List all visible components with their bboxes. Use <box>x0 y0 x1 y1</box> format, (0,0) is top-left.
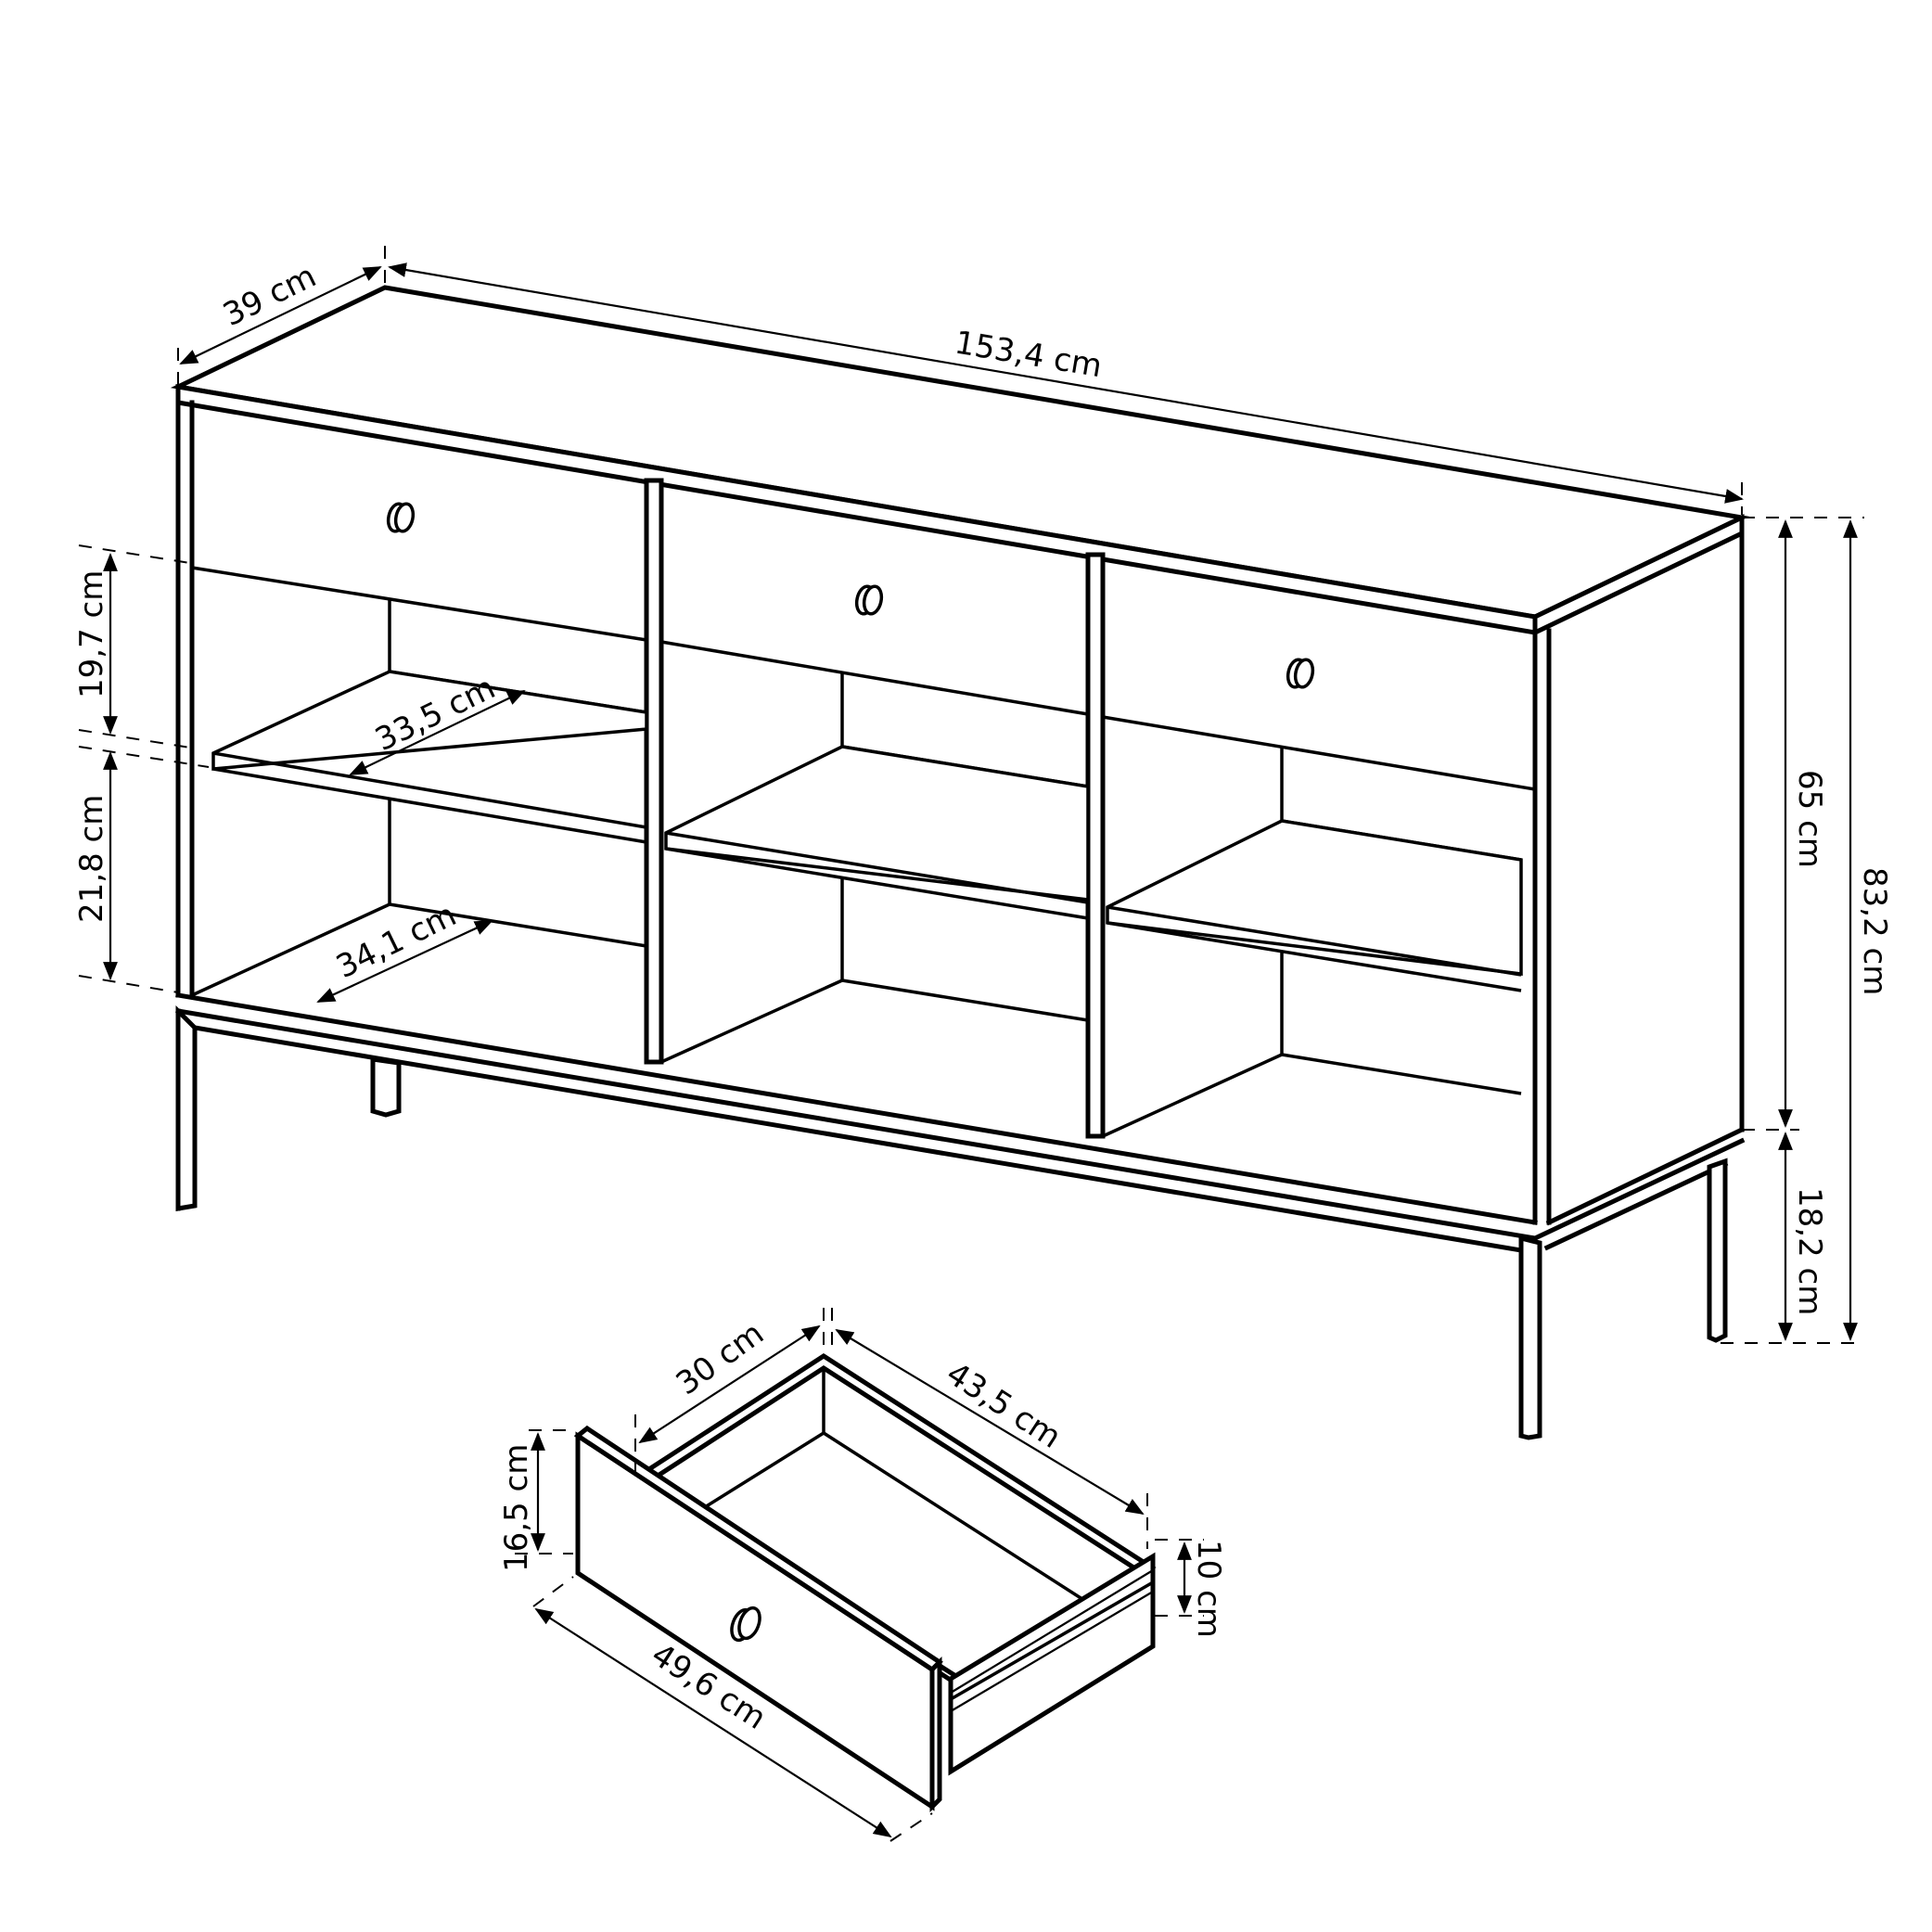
label-lower-compartment: 21,8 cm <box>73 795 110 923</box>
compartment-middle <box>660 672 1090 1064</box>
drawer-dimension-lines <box>515 1308 1204 1842</box>
label-bottom-depth: 34,1 cm <box>330 896 462 986</box>
label-body-height: 65 cm <box>1791 770 1828 868</box>
compartment-right <box>1102 747 1523 1138</box>
sideboard <box>170 285 1750 1440</box>
dimension-lines <box>78 246 1864 1344</box>
label-depth: 39 cm <box>217 258 322 334</box>
drawer-fronts <box>191 566 1536 791</box>
base-frame <box>175 992 1746 1253</box>
label-total-height: 83,2 cm <box>1856 867 1893 995</box>
label-upper-compartment: 19,7 cm <box>73 570 110 698</box>
label-drawer-box-height: 10 cm <box>1190 1540 1227 1638</box>
label-drawer-front-height: 16,5 cm <box>498 1444 535 1572</box>
dividers <box>644 478 1106 1139</box>
legs <box>175 1004 1728 1440</box>
drawer-knob-1 <box>386 502 416 533</box>
drawer-knob-2 <box>854 584 884 616</box>
drawer-knob-3 <box>1286 658 1315 689</box>
label-leg-height: 18,2 cm <box>1791 1187 1828 1315</box>
right-side-panel <box>1532 531 1746 1226</box>
left-side-panel <box>175 384 195 998</box>
